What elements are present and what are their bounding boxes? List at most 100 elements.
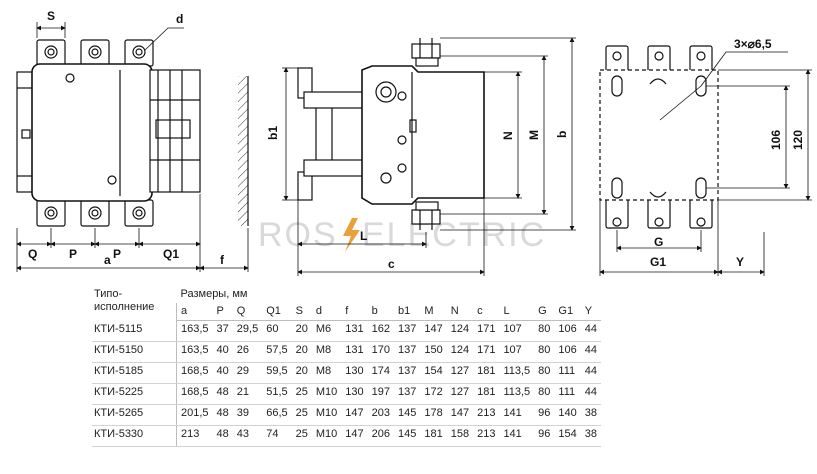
column-header: G1 [554, 303, 581, 321]
value-cell: 145 [394, 425, 421, 447]
value-cell: 145 [394, 404, 421, 426]
dim-d-label: d [176, 12, 183, 26]
value-cell: 154 [420, 362, 447, 384]
value-cell: 137 [394, 341, 421, 363]
value-cell: M8 [311, 341, 342, 363]
value-cell: 111 [554, 362, 581, 384]
value-cell: 48 [212, 383, 233, 405]
value-cell: 20 [291, 341, 312, 363]
value-cell: 150 [420, 341, 447, 363]
value-cell: 203 [367, 404, 394, 426]
value-cell: 80 [534, 383, 555, 405]
column-header: Y [580, 303, 602, 321]
watermark-bolt-icon [343, 218, 360, 252]
value-cell: M10 [311, 425, 342, 447]
column-header: Q [232, 303, 263, 321]
value-cell: 25 [291, 425, 312, 447]
value-cell: 154 [554, 425, 581, 447]
value-cell: 44 [580, 383, 602, 405]
dim-106-label: 106 [769, 130, 783, 150]
dim-q-label: Q [28, 247, 37, 261]
value-cell: 131 [341, 341, 368, 363]
column-header: P [212, 303, 233, 321]
value-cell: 140 [554, 404, 581, 426]
value-cell: 44 [580, 362, 602, 384]
column-header: b [367, 303, 394, 321]
dim-f-label: f [220, 253, 225, 267]
mount-dimension-labels: 3×⌀6,5 106 120 G G1 Y [650, 37, 805, 269]
value-cell: 20 [291, 362, 312, 384]
value-cell: 40 [212, 341, 233, 363]
dim-g1-label: G1 [650, 255, 666, 269]
column-header: N [446, 303, 474, 321]
column-header: f [341, 303, 368, 321]
value-cell: 38 [580, 425, 602, 447]
value-cell: 66,5 [262, 404, 292, 426]
value-cell: 106 [554, 320, 581, 342]
value-cell: 21 [232, 383, 263, 405]
value-cell: 106 [554, 341, 581, 363]
value-cell: 29,5 [232, 320, 263, 342]
column-header: d [311, 303, 342, 321]
value-cell: 39 [232, 404, 263, 426]
dim-b-label: b [555, 131, 569, 138]
value-cell: 96 [534, 425, 555, 447]
dim-y-label: Y [736, 255, 744, 269]
technical-drawing: ROS ELECTRIC [16, 9, 812, 276]
value-cell: 147 [341, 425, 368, 447]
value-cell: 168,5 [175, 362, 213, 384]
value-cell: 43 [232, 425, 263, 447]
value-cell: 213 [473, 404, 500, 426]
value-cell: 80 [534, 362, 555, 384]
value-cell: 124 [446, 341, 474, 363]
value-cell: 168,5 [175, 383, 213, 405]
dim-p1-label: P [69, 247, 77, 261]
value-cell: 137 [394, 362, 421, 384]
column-header: Q1 [262, 303, 292, 321]
dimensions-group-header: Размеры, мм [180, 288, 248, 300]
model-cell: КТИ-5115 [92, 320, 177, 342]
value-cell: 48 [212, 404, 233, 426]
dim-c-label: c [388, 257, 395, 271]
value-cell: 130 [341, 362, 368, 384]
top-terminals [36, 39, 154, 67]
value-cell: 213 [473, 425, 500, 447]
value-cell: 137 [394, 320, 421, 342]
value-cell: 206 [367, 425, 394, 447]
value-cell: 25 [291, 383, 312, 405]
value-cell: 44 [580, 341, 602, 363]
dim-s-label: S [47, 9, 55, 23]
value-cell: 172 [420, 383, 447, 405]
front-view [16, 39, 249, 227]
value-cell: 111 [554, 383, 581, 405]
mounting-view [599, 45, 719, 229]
value-cell: 171 [473, 320, 500, 342]
dim-g-label: G [654, 235, 663, 249]
column-header: a [175, 303, 213, 321]
side-view [297, 38, 485, 230]
column-header: S [291, 303, 312, 321]
value-cell: 96 [534, 404, 555, 426]
value-cell: 113,5 [499, 383, 535, 405]
value-cell: 163,5 [175, 341, 213, 363]
column-header: b1 [394, 303, 421, 321]
watermark-left: ROS [258, 216, 338, 254]
value-cell: 59,5 [262, 362, 292, 384]
mount-top-terminals [605, 45, 713, 73]
value-cell: 38 [580, 404, 602, 426]
front-dimension-labels: S d Q P P Q1 a f [28, 9, 225, 267]
value-cell: 48 [212, 425, 233, 447]
dim-m-label: M [527, 130, 541, 140]
value-cell: 51,5 [262, 383, 292, 405]
front-dimensions [16, 22, 249, 272]
watermark-right: ELECTRIC [362, 216, 546, 254]
dim-q1-label: Q1 [163, 247, 179, 261]
value-cell: 147 [341, 404, 368, 426]
value-cell: 127 [446, 362, 474, 384]
value-cell: M8 [311, 362, 342, 384]
column-header: M [420, 303, 447, 321]
